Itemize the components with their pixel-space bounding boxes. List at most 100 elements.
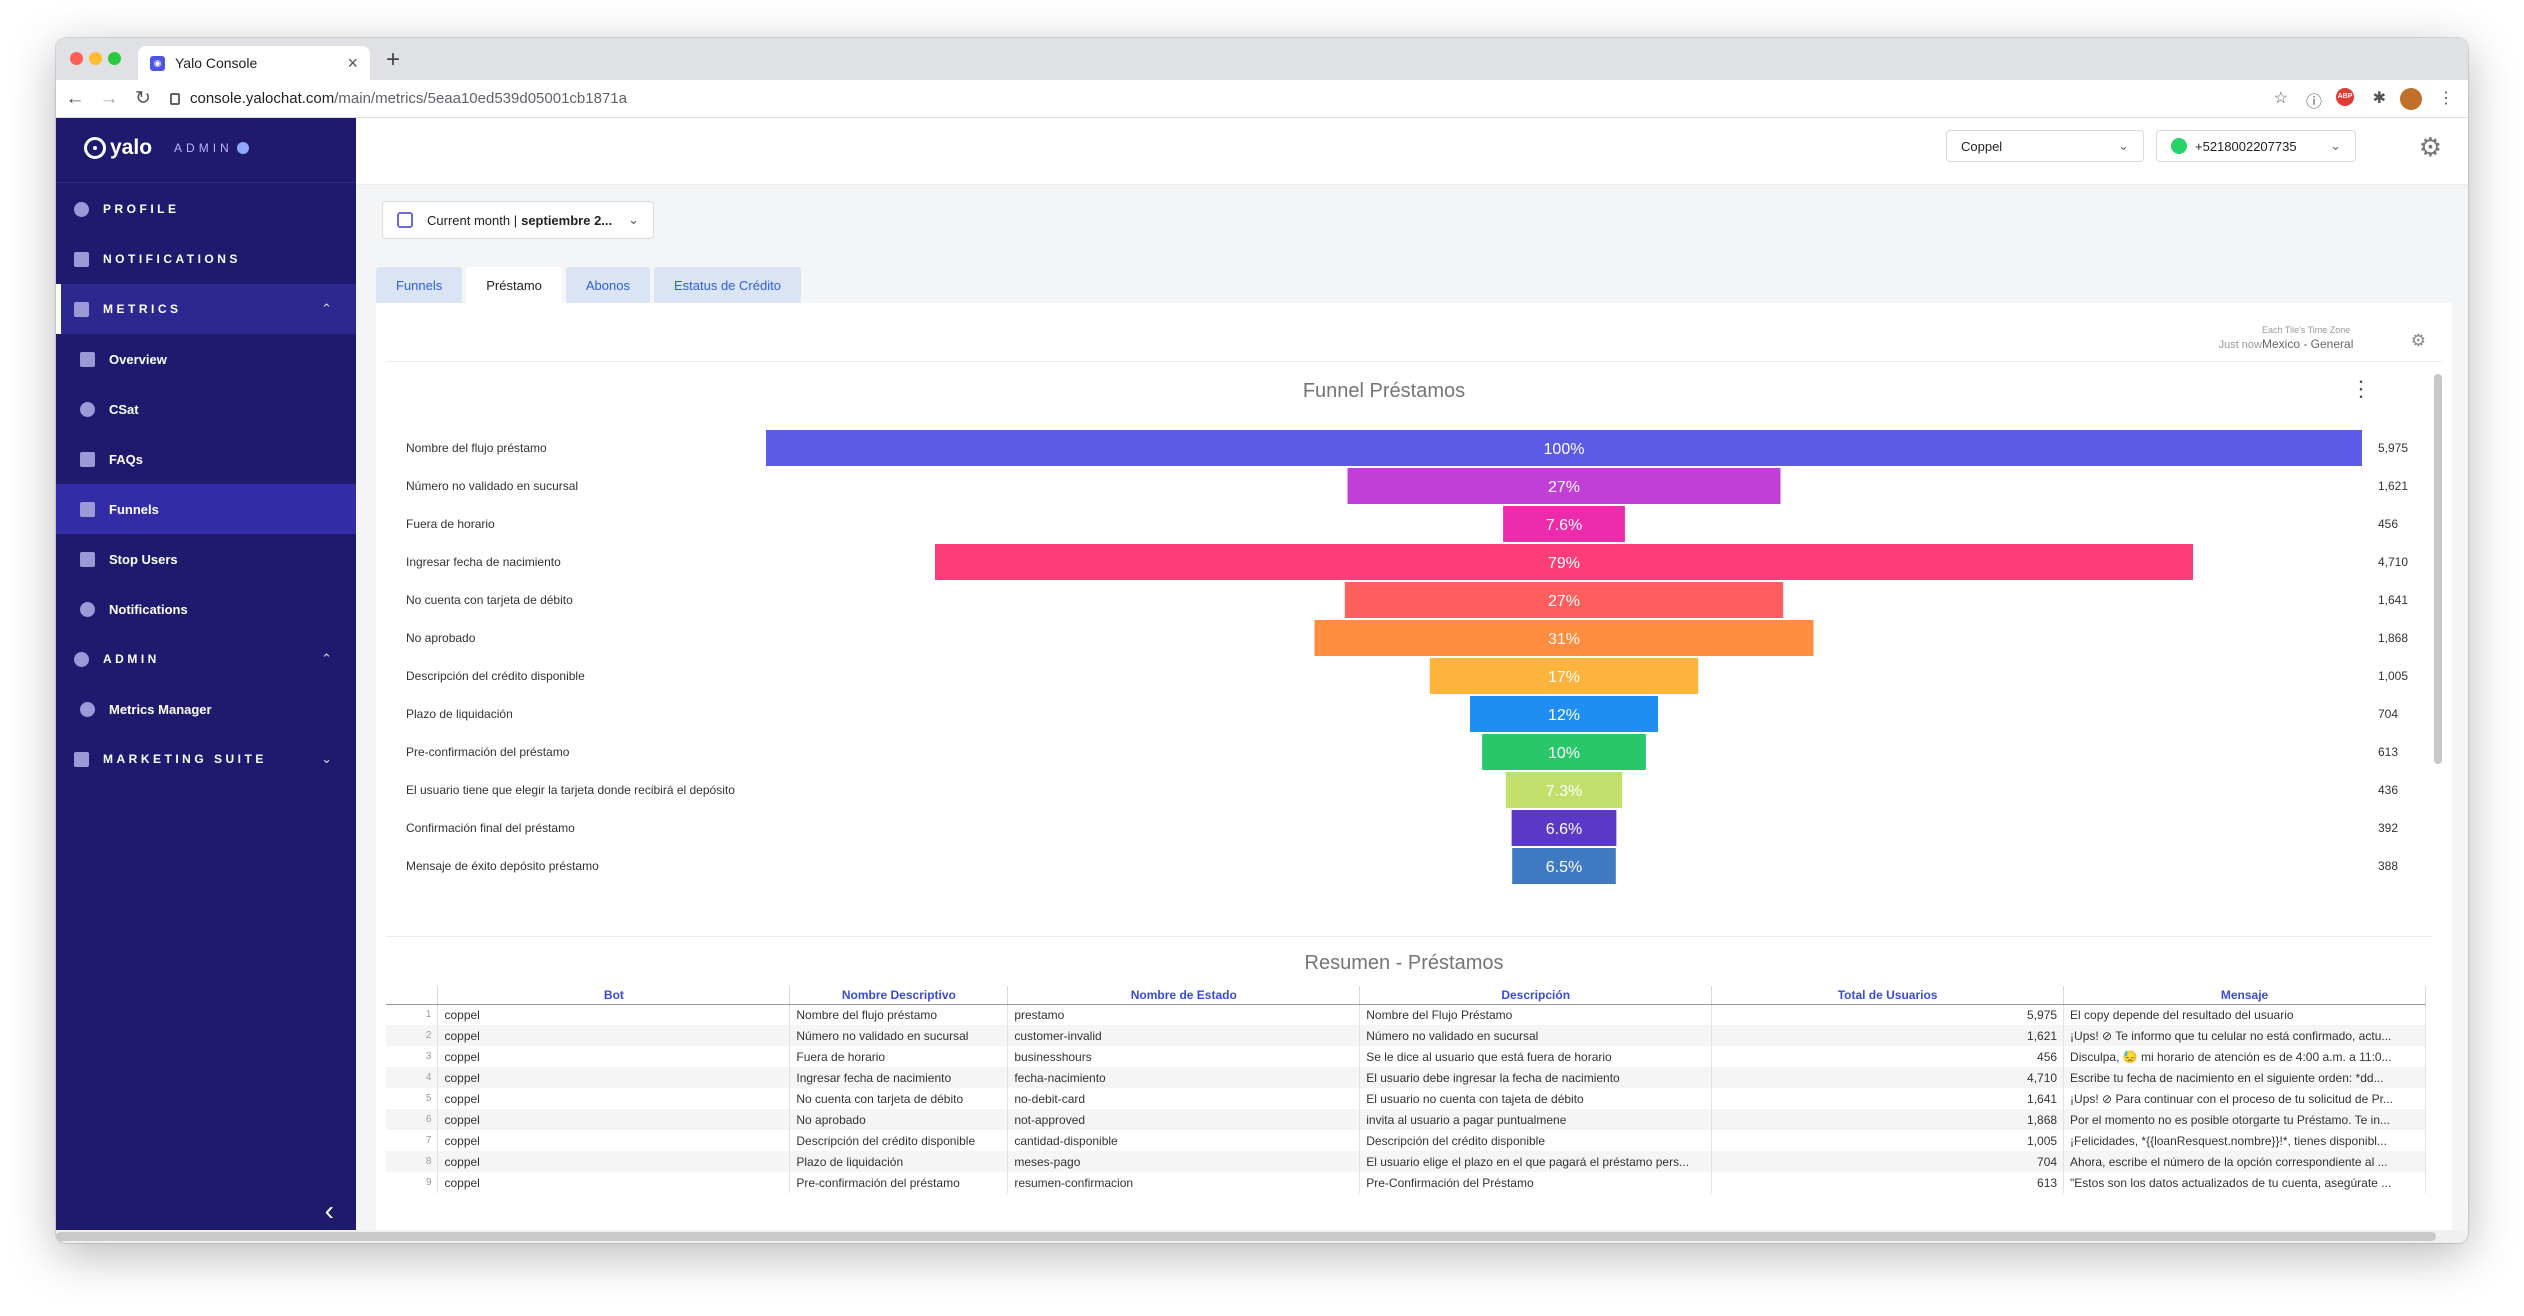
report-settings-icon[interactable]: ⚙ xyxy=(2410,331,2426,350)
company-select[interactable]: Coppel ⌄ xyxy=(1946,130,2144,162)
funnel-stage-value: 1,621 xyxy=(2378,479,2408,493)
sidebar-item-notifications[interactable]: Notifications xyxy=(56,584,356,634)
stop-users-icon xyxy=(80,551,95,567)
table-cell: coppel xyxy=(437,1109,791,1130)
date-range-picker[interactable]: Current month | septiembre 2... ⌄ xyxy=(382,201,654,239)
sidebar-section-profile[interactable]: PROFILE xyxy=(56,184,356,234)
table-cell: Disculpa, 😓 mi horario de atención es de… xyxy=(2063,1046,2426,1067)
table-row-number: 9 xyxy=(386,1172,439,1193)
funnel-bar-percent: 27% xyxy=(1548,479,1580,496)
sidebar-item-csat[interactable]: CSat xyxy=(56,384,356,434)
tile-menu-icon[interactable]: ⋮ xyxy=(2350,376,2372,401)
browser-tab-title: Yalo Console xyxy=(175,55,258,71)
table-header-cell[interactable]: Mensaje xyxy=(2063,986,2426,1005)
table-header-cell[interactable]: Descripción xyxy=(1359,986,1713,1005)
funnel-bar[interactable] xyxy=(1505,772,1623,808)
table-header-cell[interactable]: Total de Usuarios xyxy=(1711,986,2065,1005)
funnel-bar[interactable] xyxy=(1469,696,1659,732)
funnel-bar-percent: 10% xyxy=(1548,745,1580,762)
table-cell: Plazo de liquidación xyxy=(789,1151,1009,1172)
sidebar-section-notifications[interactable]: NOTIFICATIONS xyxy=(56,234,356,284)
forward-icon[interactable]: → xyxy=(99,87,119,109)
sidebar-section-admin[interactable]: ADMIN ⌃ xyxy=(56,634,356,684)
sidebar-section-metrics[interactable]: METRICS ⌃ xyxy=(56,284,356,334)
sidebar-item-funnels[interactable]: Funnels xyxy=(56,484,356,534)
funnel-bar[interactable] xyxy=(1429,658,1699,694)
funnel-bar[interactable] xyxy=(1503,506,1625,542)
browser-menu-icon[interactable]: ⋮ xyxy=(2438,90,2454,107)
star-icon[interactable]: ☆ xyxy=(2273,90,2288,107)
sidebar-item-stop-users[interactable]: Stop Users xyxy=(56,534,356,584)
funnel-bar[interactable] xyxy=(1482,734,1646,770)
funnel-bar[interactable] xyxy=(766,430,2362,466)
table-header-cell[interactable]: Nombre de Estado xyxy=(1007,986,1361,1005)
table-header-rownum xyxy=(386,986,439,1005)
close-window-button[interactable] xyxy=(70,52,83,65)
overview-icon xyxy=(80,351,95,367)
collapse-sidebar-icon[interactable]: ‹ xyxy=(324,1195,334,1226)
sidebar-item-label: Metrics Manager xyxy=(109,701,212,717)
table-cell: Ahora, escribe el número de la opción co… xyxy=(2063,1151,2426,1172)
funnel-bar[interactable] xyxy=(1511,810,1617,846)
table-header-cell[interactable]: Nombre Descriptivo xyxy=(789,986,1009,1005)
funnel-bar[interactable] xyxy=(1512,848,1616,884)
table-cell: 4,710 xyxy=(1711,1067,2065,1088)
yalo-logo-icon xyxy=(84,137,106,159)
horizontal-scrollbar[interactable] xyxy=(56,1230,2468,1243)
table-cell: not-approved xyxy=(1007,1109,1361,1130)
table-row-number: 6 xyxy=(386,1109,439,1130)
sidebar-divider xyxy=(56,182,356,183)
tab-prestamo[interactable]: Préstamo xyxy=(466,267,562,303)
table-cell: prestamo xyxy=(1007,1004,1361,1025)
chart-scrollbar-thumb[interactable] xyxy=(2434,374,2442,764)
sidebar-item-label: CSat xyxy=(109,401,139,417)
sidebar-item-overview[interactable]: Overview xyxy=(56,334,356,384)
table-cell: coppel xyxy=(437,1088,791,1109)
reload-icon[interactable]: ↻ xyxy=(135,88,151,109)
horizontal-scrollbar-thumb[interactable] xyxy=(56,1232,2436,1241)
tab-funnels[interactable]: Funnels xyxy=(376,267,463,303)
timezone-select[interactable]: Mexico - General xyxy=(2262,337,2354,351)
sidebar-item-label: Stop Users xyxy=(109,551,178,567)
sidebar-item-faqs[interactable]: FAQs xyxy=(56,434,356,484)
adblock-icon[interactable]: ABP xyxy=(2336,88,2354,106)
funnel-stage-label: Número no validado en sucursal xyxy=(406,479,578,493)
back-icon[interactable]: ← xyxy=(65,87,85,109)
settings-gear-icon[interactable]: ⚙ xyxy=(2418,132,2442,162)
table-cell: Se le dice al usuario que está fuera de … xyxy=(1359,1046,1713,1067)
bar-chart-icon xyxy=(74,301,89,317)
funnel-bar[interactable] xyxy=(1314,620,1814,656)
table-cell: Pre-confirmación del préstamo xyxy=(789,1172,1009,1193)
funnel-bar[interactable] xyxy=(1347,468,1781,504)
minimize-window-button[interactable] xyxy=(89,52,102,65)
extensions-icon[interactable]: ✱ xyxy=(2372,90,2386,107)
table-cell: coppel xyxy=(437,1004,791,1025)
table-cell: Por el momento no es posible otorgarte t… xyxy=(2063,1109,2426,1130)
tab-abonos[interactable]: Abonos xyxy=(565,267,650,303)
table-header-cell[interactable]: Bot xyxy=(437,986,791,1005)
sidebar-section-label: METRICS xyxy=(103,302,182,316)
table-cell: Nombre del flujo préstamo xyxy=(789,1004,1009,1025)
sidebar-section-marketing-suite[interactable]: MARKETING SUITE ⌄ xyxy=(56,734,356,784)
yalo-logo[interactable]: yalo ADMIN xyxy=(84,136,249,160)
phone-select[interactable]: +5218002207735 ⌄ xyxy=(2156,130,2356,162)
sidebar-section-label: MARKETING SUITE xyxy=(103,752,267,766)
funnel-bar-percent: 6.6% xyxy=(1546,821,1582,838)
table-cell: El usuario elige el plazo en el que paga… xyxy=(1359,1151,1713,1172)
profile-avatar[interactable] xyxy=(2400,88,2422,110)
sidebar-item-label: Overview xyxy=(109,351,167,367)
info-icon[interactable]: ⓘ xyxy=(2305,94,2322,111)
maximize-window-button[interactable] xyxy=(108,52,121,65)
browser-tab[interactable]: ◉ Yalo Console × xyxy=(138,46,370,80)
new-tab-icon[interactable]: + xyxy=(386,46,401,73)
tab-estatus-credito[interactable]: Estatus de Crédito xyxy=(653,267,801,303)
sidebar-section-label: ADMIN xyxy=(103,652,160,666)
chevron-down-icon: ⌄ xyxy=(2330,138,2341,153)
funnel-bar[interactable] xyxy=(1344,582,1784,618)
chart-area: Funnel Préstamos ⋮ Nombre del flujo prés… xyxy=(386,361,2442,1231)
url-field[interactable]: console.yalochat.com/main/metrics/5eaa10… xyxy=(170,90,627,107)
tab-close-icon[interactable]: × xyxy=(347,52,358,73)
funnel-bar[interactable] xyxy=(934,544,2194,580)
sidebar-item-metrics-manager[interactable]: Metrics Manager xyxy=(56,684,356,734)
